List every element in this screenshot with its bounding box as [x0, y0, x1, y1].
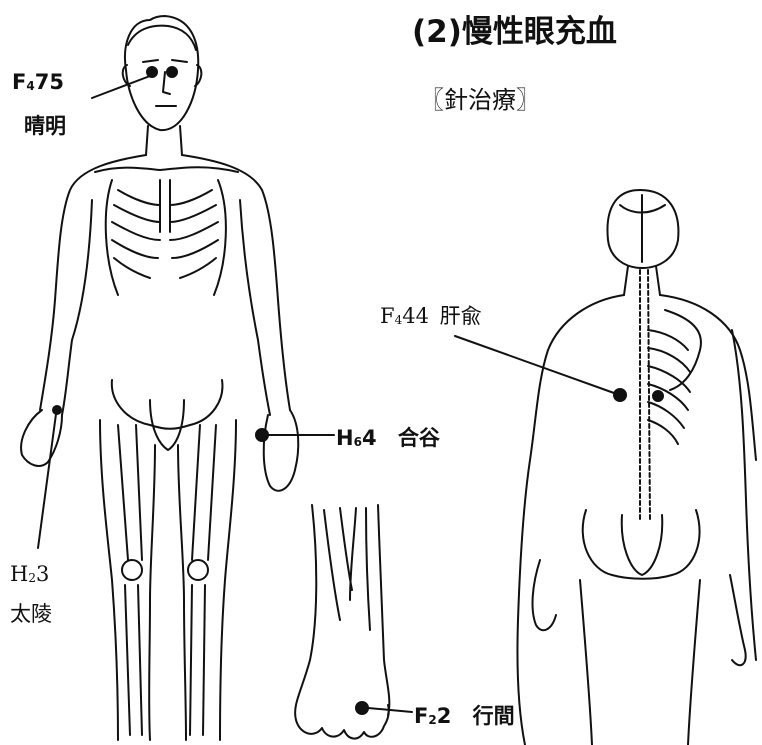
front-arm-left-inner [62, 200, 92, 415]
point-f444-marker [614, 389, 626, 401]
point-f22-code: F22 行間 [414, 700, 515, 730]
back-torso-left [517, 295, 624, 745]
front-ribs [112, 190, 218, 278]
point-f444-code: F444 肝兪 [380, 300, 482, 330]
front-leg-left-inner [149, 445, 155, 740]
front-leg-left [100, 420, 118, 740]
point-h23-num: 3 [36, 562, 49, 586]
front-knee-right [188, 560, 208, 580]
point-f22-marker [356, 702, 368, 714]
front-pelvis-inner [150, 400, 184, 450]
back-pelvis [583, 510, 700, 579]
point-f475-code: F475 [12, 70, 64, 94]
point-f475-leader [92, 76, 150, 98]
point-f444-letter: F [380, 304, 395, 328]
point-f22-letter: F [414, 704, 428, 728]
back-ribs [648, 330, 690, 444]
front-pelvis [112, 380, 223, 429]
foot-figure [295, 505, 389, 739]
point-f22-num: 2 [437, 704, 452, 728]
back-scapula [665, 310, 701, 390]
point-h64-name: 合谷 [398, 426, 440, 450]
front-leg-right-inner [178, 445, 186, 740]
front-ribcage [106, 180, 226, 295]
front-brows [143, 60, 187, 62]
point-f475-letter: F [12, 70, 26, 94]
back-skull-lines [620, 195, 665, 262]
front-tibia-left [125, 585, 142, 735]
point-h23-code: H23 [10, 562, 49, 586]
back-sacrum [622, 515, 663, 575]
front-torso-right [182, 155, 290, 410]
point-h23-sub: 2 [28, 571, 36, 585]
back-legs [580, 580, 700, 745]
point-f475-sub: 4 [26, 79, 34, 93]
back-arm-right [732, 330, 756, 660]
point-h64-sub: 6 [354, 435, 362, 449]
page-subtitle: 〖針治療〗 [420, 80, 540, 115]
point-f22-sub: 2 [428, 713, 436, 727]
front-femur-left [118, 425, 142, 560]
back-neck [624, 266, 660, 295]
back-hand-left [533, 560, 556, 630]
front-hand-right [264, 410, 299, 491]
front-tibia-right [190, 585, 205, 735]
point-h64-marker [256, 429, 268, 441]
foot-outline-left [295, 505, 316, 720]
front-arm-right-inner [240, 200, 270, 415]
point-h23-marker [53, 406, 61, 414]
back-spine-right [648, 270, 650, 520]
point-f475-marker-right [167, 67, 177, 77]
front-torso-left [40, 155, 146, 410]
point-h23-leader [38, 414, 56, 548]
point-h64-code: H64 合谷 [336, 422, 440, 452]
front-leg-right [220, 420, 236, 740]
front-femur-right [192, 425, 216, 560]
point-h64-letter: H [336, 426, 354, 450]
point-f444-name: 肝兪 [440, 304, 482, 328]
front-clavicle [95, 167, 238, 172]
point-h64-num: 4 [362, 426, 377, 450]
point-f22-name: 行間 [473, 704, 515, 728]
page-title: (2)慢性眼充血 [412, 6, 617, 51]
point-f444-marker-2 [653, 391, 663, 401]
front-hair [128, 26, 196, 50]
point-f444-leader [455, 336, 614, 393]
foot-outline-right [378, 505, 389, 715]
back-body-figure [517, 190, 756, 745]
point-h23-name: 太陵 [10, 598, 52, 628]
point-f475-name: 晴明 [24, 110, 66, 140]
front-sternum [160, 180, 170, 232]
point-f475-num: 75 [35, 70, 64, 94]
front-knee-left [122, 560, 142, 580]
back-hand-right [730, 575, 746, 665]
foot-tendons [324, 508, 370, 630]
point-f444-num: 44 [402, 304, 429, 328]
point-h23-letter: H [10, 562, 28, 586]
foot-toes [296, 705, 389, 739]
